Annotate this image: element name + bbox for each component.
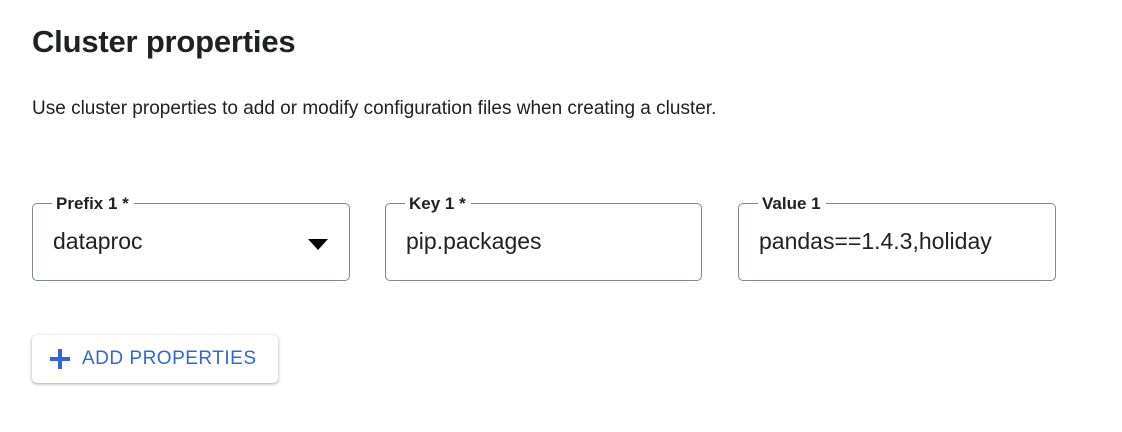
key-field-value: pip.packages	[406, 228, 542, 254]
prefix-field-label: Prefix 1 *	[52, 193, 134, 214]
key-input-field[interactable]: Key 1 * pip.packages	[385, 193, 702, 281]
key-field-label: Key 1 *	[405, 193, 471, 214]
value-field-label: Value 1	[758, 193, 826, 214]
value-input-field[interactable]: Value 1 pandas==1.4.3,holiday	[738, 193, 1056, 281]
value-field-value: pandas==1.4.3,holiday	[759, 228, 992, 254]
add-properties-button[interactable]: ADD PROPERTIES	[32, 335, 278, 383]
prefix-field-value: dataproc	[53, 228, 143, 254]
plus-icon	[50, 349, 70, 369]
page-title: Cluster properties	[32, 24, 296, 59]
add-properties-button-label: ADD PROPERTIES	[82, 348, 257, 369]
properties-field-row: Prefix 1 * dataproc Key 1 * pip.packages…	[0, 193, 1122, 283]
chevron-down-icon[interactable]	[308, 239, 328, 250]
prefix-select-field[interactable]: Prefix 1 * dataproc	[32, 193, 350, 281]
page-description: Use cluster properties to add or modify …	[32, 98, 717, 119]
